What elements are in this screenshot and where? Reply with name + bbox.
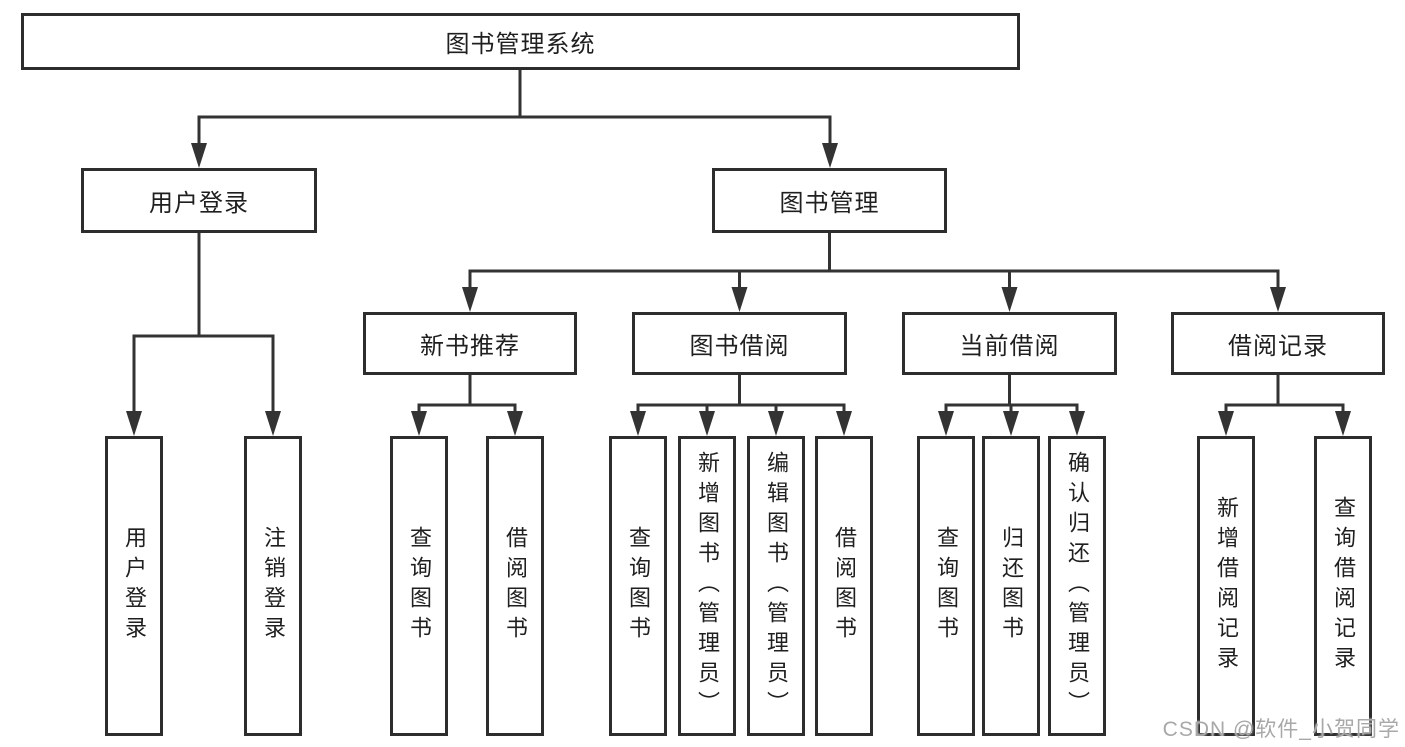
- leaf-confirm-return-admin: 确认归还（管理员）: [1048, 436, 1106, 736]
- arrow-down-icon: [938, 411, 954, 436]
- arrowhead-icons: [126, 143, 1351, 436]
- arrow-down-icon: [1003, 411, 1019, 436]
- leaf-query-borrow-record: 查询借阅记录: [1314, 436, 1372, 736]
- leaf-add-books-admin: 新增图书（管理员）: [678, 436, 736, 736]
- arrow-down-icon: [768, 411, 784, 436]
- connector-user-login-to-leaves: [132, 233, 275, 414]
- leaf-query-books-current: 查询图书: [917, 436, 975, 736]
- leaf-borrow-books-newbooks: 借阅图书: [486, 436, 544, 736]
- connector-book-management-to-level3: [468, 233, 1280, 290]
- arrow-down-icon: [822, 143, 838, 168]
- node-new-book-recommendation: 新书推荐: [363, 312, 577, 375]
- arrow-down-icon: [1069, 411, 1085, 436]
- leaf-return-books: 归还图书: [982, 436, 1040, 736]
- node-book-management: 图书管理: [712, 168, 947, 233]
- leaf-query-books-newbooks: 查询图书: [390, 436, 448, 736]
- arrow-down-icon: [126, 411, 142, 436]
- node-library-management-system: 图书管理系统: [21, 13, 1020, 70]
- arrow-down-icon: [1270, 287, 1286, 312]
- arrow-down-icon: [1001, 287, 1018, 312]
- connector-book-borrow-to-leaves: [636, 375, 846, 414]
- connector-records-to-leaves: [1224, 375, 1345, 414]
- connector-current-borrow-to-leaves: [944, 375, 1079, 414]
- connector-new-books-to-leaves: [417, 375, 517, 414]
- arrow-down-icon: [630, 411, 646, 436]
- arrow-down-icon: [699, 411, 715, 436]
- node-book-borrowing: 图书借阅: [632, 312, 847, 375]
- arrow-down-icon: [731, 287, 748, 312]
- node-current-borrowing: 当前借阅: [902, 312, 1117, 375]
- leaf-user-login: 用户登录: [105, 436, 163, 736]
- leaf-add-borrow-record: 新增借阅记录: [1197, 436, 1255, 736]
- connector-root-to-level2: [197, 70, 832, 147]
- leaf-logout: 注销登录: [244, 436, 302, 736]
- leaf-query-books-borrow: 查询图书: [609, 436, 667, 736]
- arrow-down-icon: [462, 287, 478, 312]
- arrow-down-icon: [1218, 411, 1234, 436]
- node-user-login: 用户登录: [81, 168, 317, 233]
- node-borrowing-records: 借阅记录: [1171, 312, 1385, 375]
- leaf-edit-books-admin: 编辑图书（管理员）: [747, 436, 805, 736]
- watermark: CSDN @软件_小贺同学: [1162, 718, 1400, 741]
- arrow-down-icon: [191, 143, 207, 168]
- arrow-down-icon: [1335, 411, 1351, 436]
- arrow-down-icon: [507, 411, 523, 436]
- arrow-down-icon: [836, 411, 852, 436]
- arrow-down-icon: [265, 411, 281, 436]
- leaf-borrow-books-borrow: 借阅图书: [815, 436, 873, 736]
- arrow-down-icon: [411, 411, 427, 436]
